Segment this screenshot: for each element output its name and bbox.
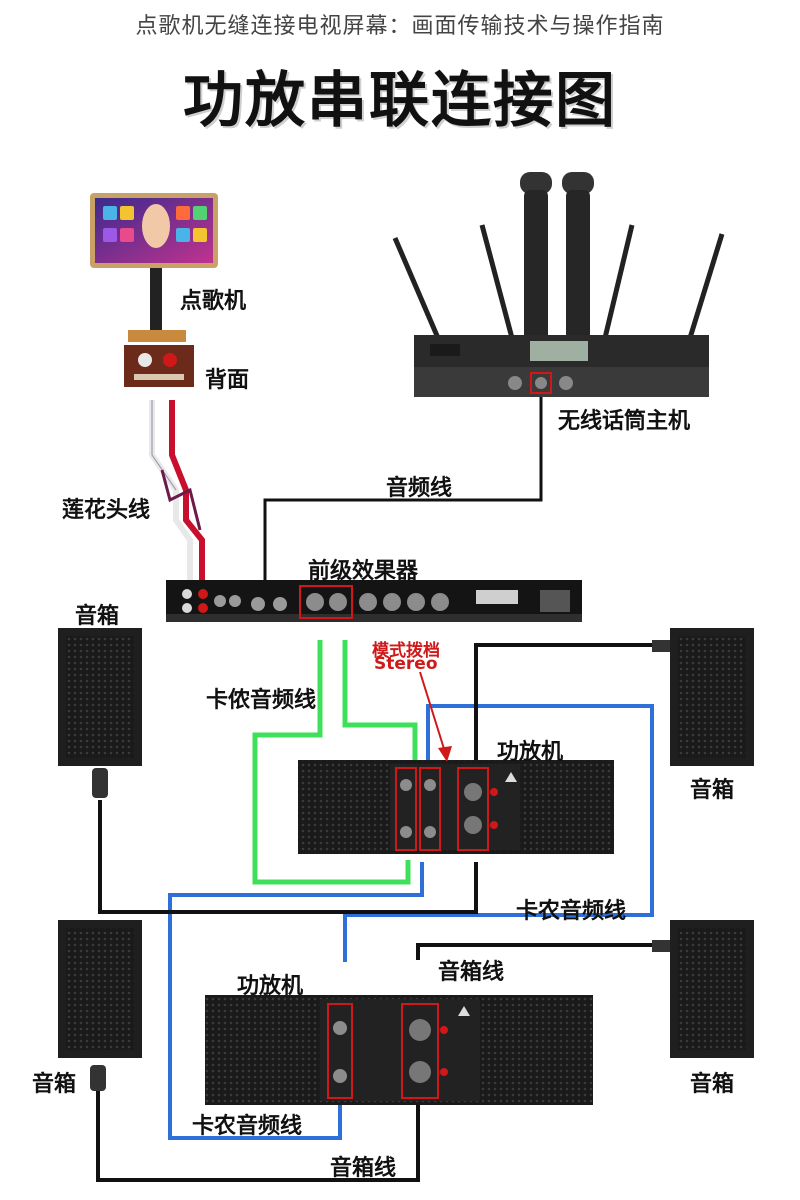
speaker-bottom-left <box>58 920 142 1091</box>
label-xlr-cable-bottom: 卡农音频线 <box>192 1114 303 1139</box>
speaker-bottom-right <box>652 920 754 1058</box>
jukebox-back-panel <box>124 345 194 387</box>
label-xlr-cable-right: 卡农音频线 <box>516 899 627 924</box>
speaker-cables <box>96 643 668 1182</box>
label-speaker-bottom-right: 音箱 <box>690 1072 735 1097</box>
label-wireless-mic-host: 无线话筒主机 <box>558 409 691 434</box>
speaker-top-left <box>58 628 142 798</box>
speaker-top-right <box>652 628 754 766</box>
label-audio-cable: 音频线 <box>386 476 453 501</box>
page-caption: 点歌机无缝连接电视屏幕：画面传输技术与操作指南 <box>135 14 665 39</box>
xlr-cable-blue <box>168 704 654 1140</box>
label-amplifier-2: 功放机 <box>237 974 304 999</box>
wireless-mic-host <box>392 172 725 397</box>
label-speaker-top-left: 音箱 <box>75 604 120 629</box>
amplifier-2 <box>205 995 593 1105</box>
diagram-title: 功放串联连接图 <box>183 66 617 136</box>
xlr-cable-green <box>252 640 418 885</box>
label-speaker-cable-bottom: 音箱线 <box>330 1156 397 1181</box>
audio-cable <box>263 388 543 585</box>
jukebox <box>90 193 218 342</box>
rca-cable <box>149 400 205 580</box>
label-amplifier-1: 功放机 <box>497 740 564 765</box>
label-rca-cable: 莲花头线 <box>62 498 151 523</box>
mode-switch-arrow <box>419 671 452 762</box>
label-mode-switch: 模式拨档 <box>372 641 440 661</box>
label-back-panel: 背面 <box>205 368 250 393</box>
pre-effector <box>166 580 582 622</box>
amplifier-1 <box>298 760 614 854</box>
label-speaker-bottom-left: 音箱 <box>32 1072 77 1097</box>
label-speaker-top-right: 音箱 <box>690 778 735 803</box>
label-stereo: Stereo <box>374 654 438 674</box>
label-speaker-cable-upper: 音箱线 <box>438 960 505 985</box>
label-jukebox: 点歌机 <box>180 289 247 314</box>
label-xlr-cable-left: 卡侬音频线 <box>206 688 317 713</box>
label-pre-effector: 前级效果器 <box>308 559 419 584</box>
